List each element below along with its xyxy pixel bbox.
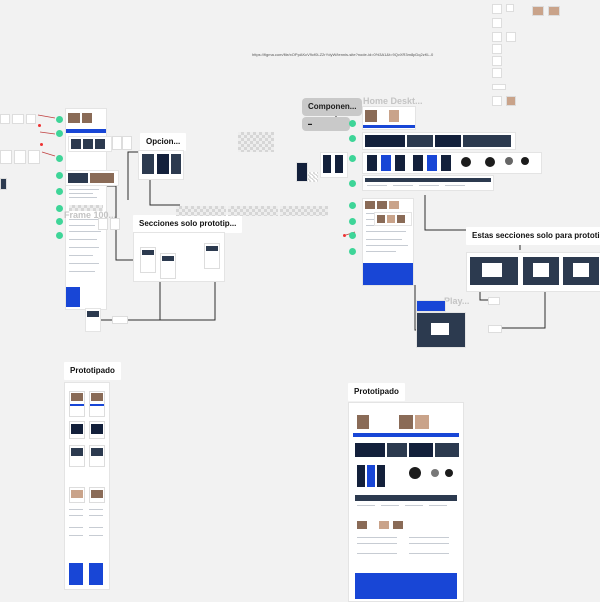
asset-thumb[interactable]: [492, 4, 502, 14]
connection-node[interactable]: [56, 116, 63, 123]
placeholder-asset[interactable]: [176, 206, 226, 216]
asset-thumb[interactable]: [506, 96, 516, 106]
section-label-prototipado-right: Prototipado: [348, 383, 405, 401]
component-thumb[interactable]: [0, 178, 7, 190]
connection-node[interactable]: [56, 232, 63, 239]
error-marker: [40, 143, 43, 146]
ghost-label-frame: Frame 100...: [64, 210, 117, 220]
component-thumb[interactable]: [14, 150, 26, 164]
file-url-text: https://figma.com/file/xOPpAKcV9cf0LZ2rY…: [252, 52, 434, 57]
component-chess[interactable]: [308, 172, 318, 182]
frame-desktop-hero[interactable]: [362, 106, 416, 130]
desktop-info-block[interactable]: [374, 212, 412, 226]
asset-thumb[interactable]: [492, 44, 502, 54]
product-row[interactable]: [362, 152, 542, 174]
component-icon-set[interactable]: [296, 162, 308, 182]
connection-node[interactable]: [349, 180, 356, 187]
secciones-prototipo-group[interactable]: [133, 232, 225, 282]
opciones-group[interactable]: [138, 150, 184, 180]
prototype-desktop-flow[interactable]: [348, 402, 464, 602]
asset-thumb[interactable]: [548, 6, 560, 16]
error-marker: [343, 234, 346, 237]
connection-node[interactable]: [56, 188, 63, 195]
small-frame[interactable]: [122, 136, 132, 150]
asset-thumb[interactable]: [532, 6, 544, 16]
asset-thumb[interactable]: [492, 96, 502, 106]
ghost-label-home-desktop: Home Deskt...: [363, 96, 423, 106]
asset-thumb[interactable]: [492, 32, 502, 42]
placeholder-asset[interactable]: [238, 132, 274, 152]
prototype-mobile-flow[interactable]: [64, 382, 110, 590]
note-card: [488, 297, 500, 305]
section-label-secciones-prototipo: Secciones solo prototip...: [133, 215, 243, 233]
desktop-section-row[interactable]: [362, 132, 516, 150]
component-thumb[interactable]: [28, 150, 40, 164]
connection-node[interactable]: [349, 248, 356, 255]
placeholder-asset[interactable]: [280, 206, 328, 216]
connection-node[interactable]: [56, 130, 63, 137]
connection-node[interactable]: [56, 172, 63, 179]
componentes-subcard[interactable]: ▬: [302, 117, 350, 131]
connection-node[interactable]: [349, 218, 356, 225]
connection-node[interactable]: [349, 155, 356, 162]
prototype-only-sections[interactable]: [466, 252, 600, 292]
component-thumb[interactable]: [0, 150, 12, 164]
desktop-category-row[interactable]: [362, 175, 494, 191]
asset-thumb[interactable]: [506, 32, 516, 42]
section-label-componentes: Componen...: [302, 98, 363, 116]
asset-thumb[interactable]: [492, 56, 502, 66]
ghost-label-play: Play...: [444, 296, 470, 306]
prototype-overlay-frame[interactable]: [416, 312, 466, 348]
asset-thumb[interactable]: [492, 18, 502, 28]
mobile-modal-screen[interactable]: [85, 308, 101, 332]
connection-node[interactable]: [56, 205, 63, 212]
connection-node[interactable]: [56, 218, 63, 225]
component-thumb[interactable]: [0, 114, 10, 124]
frame-row-block[interactable]: [68, 136, 112, 152]
section-label-opciones: Opcion...: [140, 133, 187, 151]
note-card: [112, 316, 128, 324]
asset-thumb[interactable]: [492, 84, 506, 90]
connection-node[interactable]: [349, 120, 356, 127]
placeholder-asset[interactable]: [228, 206, 278, 216]
asset-thumb[interactable]: [506, 4, 514, 12]
connection-node[interactable]: [349, 135, 356, 142]
small-frame[interactable]: [110, 218, 120, 230]
section-label-prototipado-left: Prototipado: [64, 362, 121, 380]
component-card[interactable]: [320, 152, 348, 178]
error-marker: [38, 124, 41, 127]
frame-hero-variants[interactable]: [65, 170, 119, 186]
section-label-estas-secciones: Estas secciones solo para prototipado: [466, 227, 600, 245]
component-thumb[interactable]: [12, 114, 24, 124]
component-thumb[interactable]: [26, 114, 36, 124]
connection-node[interactable]: [56, 155, 63, 162]
connection-node[interactable]: [349, 232, 356, 239]
blue-banner-small[interactable]: [416, 300, 446, 312]
small-frame[interactable]: [98, 218, 108, 230]
connection-node[interactable]: [349, 202, 356, 209]
small-frame[interactable]: [112, 136, 122, 150]
note-card: [488, 325, 502, 333]
asset-thumb[interactable]: [492, 68, 502, 78]
